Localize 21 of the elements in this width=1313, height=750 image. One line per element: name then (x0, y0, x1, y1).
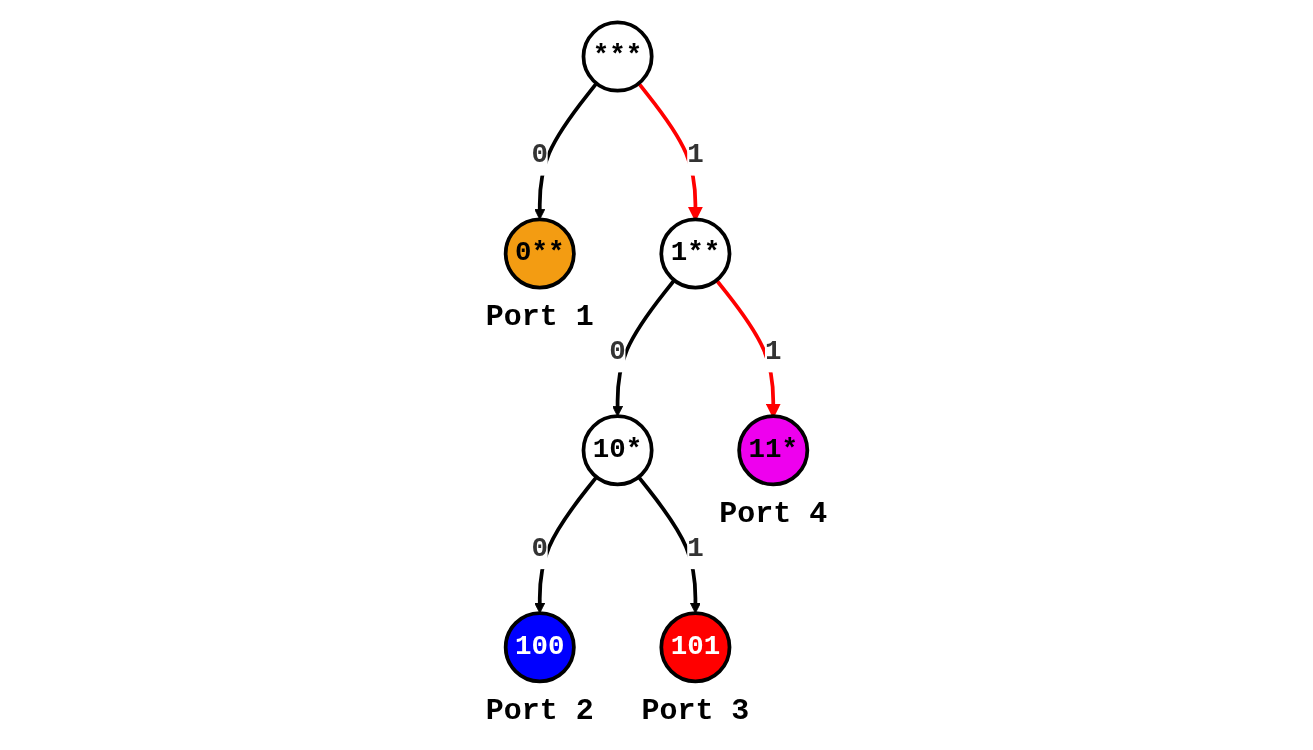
port-label: Port 3 (641, 693, 750, 728)
edge-label: 0 (531, 139, 549, 171)
port-label: Port 4 (719, 496, 828, 531)
edge-label: 1 (687, 139, 704, 171)
arrow (612, 279, 676, 417)
node-circle: 1** (659, 217, 732, 290)
node-circle: *** (581, 20, 654, 93)
edge-label: 0 (609, 336, 626, 368)
node-circle: 10* (581, 414, 654, 487)
arrow (534, 82, 598, 220)
node-circle: 0** (503, 217, 576, 290)
edge-label: 1 (764, 336, 782, 368)
edge-label: 0 (531, 533, 549, 565)
port-label: Port 2 (485, 693, 594, 728)
edge-label: 1 (687, 533, 704, 565)
port-label: Port 1 (485, 300, 594, 335)
node-circle: 100 (503, 611, 576, 684)
node-circle: 101 (659, 611, 732, 684)
arrow (534, 475, 598, 614)
arrow (637, 475, 701, 614)
node-circle: 11* (737, 414, 810, 487)
